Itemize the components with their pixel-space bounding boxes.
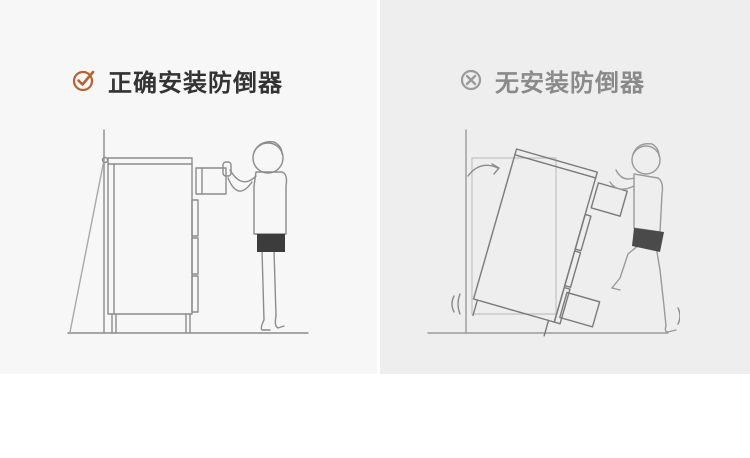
x-circle-icon [460,69,482,91]
correct-install-illustration [67,129,309,334]
incorrect-heading: 无安装防倒器 [459,62,645,98]
correct-panel [0,0,377,374]
incorrect-panel [380,0,750,374]
check-circle-icon [72,70,95,92]
panel-divider [377,0,380,374]
incorrect-title: 无安装防倒器 [495,68,645,97]
correct-title: 正确安装防倒器 [108,68,283,97]
correct-heading: 正确安装防倒器 [72,62,283,98]
tipping-cabinet-illustration [427,129,680,337]
bottom-whitespace [0,374,750,458]
